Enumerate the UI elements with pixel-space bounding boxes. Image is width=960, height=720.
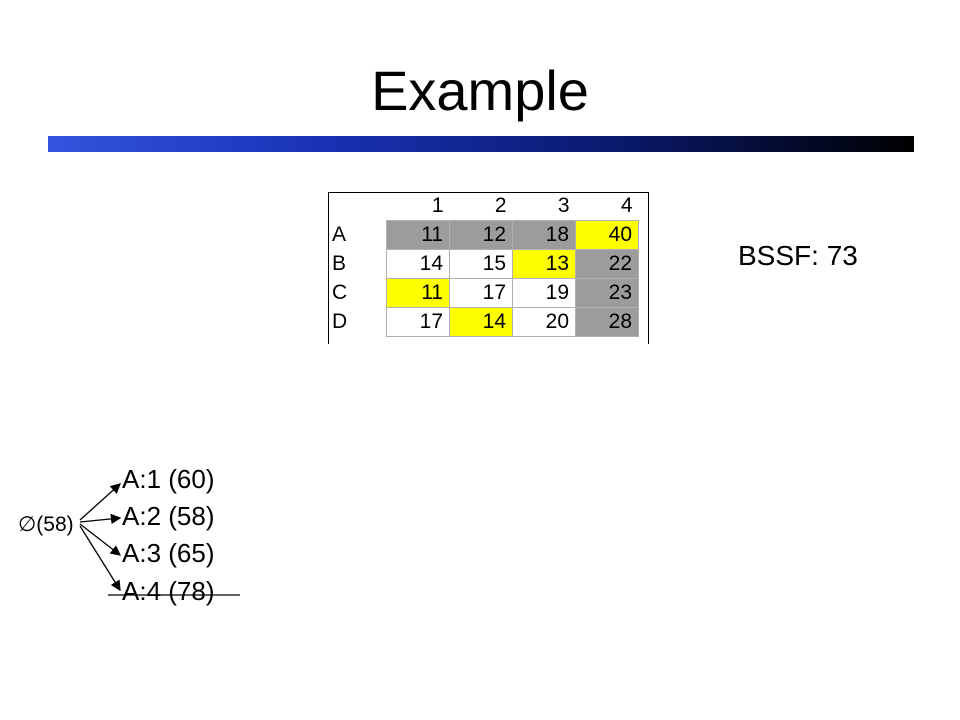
matrix-cell: 18 [512, 220, 576, 250]
cost-matrix: 1 2 3 4 A 11 12 18 40 B 14 15 13 22 C 11… [328, 192, 639, 337]
matrix-cell: 28 [575, 307, 639, 337]
matrix-cell: 20 [512, 307, 576, 337]
row-header: B [332, 252, 347, 275]
matrix-cell: 23 [575, 278, 639, 308]
matrix-header-row: 1 2 3 4 [328, 192, 639, 221]
edge-to-a3 [79, 523, 122, 556]
matrix-cell: 17 [386, 307, 450, 337]
tree-root-node: ∅(58) [18, 513, 74, 536]
matrix-cell: 11 [386, 278, 450, 308]
matrix-cell: 12 [449, 220, 513, 250]
tree-node: A:1 (60) [122, 464, 215, 494]
matrix-left-border [328, 192, 329, 344]
tree-node-pruned: A:4 (78) [122, 576, 215, 606]
matrix-cell: 15 [449, 249, 513, 279]
matrix-right-border [648, 192, 649, 344]
bssf-label: BSSF: 73 [738, 240, 858, 271]
col-header: 3 [557, 194, 570, 217]
col-header: 2 [494, 194, 507, 217]
matrix-row-a: A 11 12 18 40 [328, 220, 639, 250]
edge-to-a2 [79, 513, 122, 525]
edge-to-a4 [79, 525, 121, 592]
col-header: 4 [620, 194, 633, 217]
matrix-cell: 13 [512, 249, 576, 279]
matrix-cell: 17 [449, 278, 513, 308]
matrix-cell: 19 [512, 278, 576, 308]
slide-title: Example [371, 59, 589, 122]
matrix-cell: 14 [449, 307, 513, 337]
matrix-row-c: C 11 17 19 23 [328, 278, 639, 308]
edge-to-a1 [79, 483, 121, 521]
matrix-top-border [328, 192, 648, 193]
row-header: D [332, 310, 348, 333]
tree-node: A:3 (65) [122, 538, 215, 568]
matrix-cell: 40 [575, 220, 639, 250]
tree-node: A:2 (58) [122, 501, 215, 531]
title-underline-bar [48, 136, 914, 152]
matrix-row-d: D 17 14 20 28 [328, 307, 639, 337]
row-header: A [332, 223, 347, 246]
row-header: C [332, 281, 348, 304]
col-header: 1 [431, 194, 444, 217]
